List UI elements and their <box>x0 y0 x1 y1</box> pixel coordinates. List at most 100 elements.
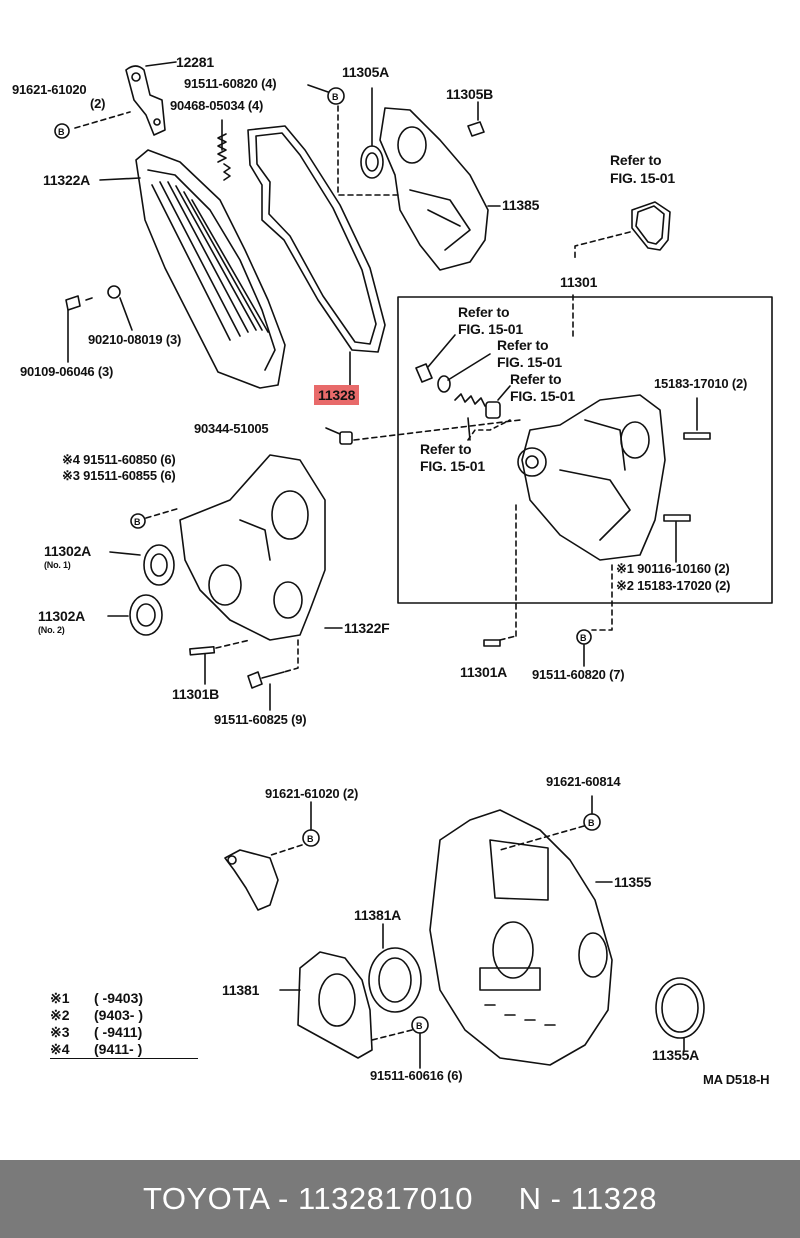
label-91621-60814: 91621-60814 <box>546 774 621 789</box>
gasket-11328-drawing <box>247 125 386 353</box>
label-90344-51005: 90344-51005 <box>194 421 269 436</box>
retainer-11381-drawing <box>297 951 373 1059</box>
bolt-90109-drawing <box>65 295 81 311</box>
label-91511-60825: 91511-60825 (9) <box>214 712 307 727</box>
label-11301B: 11301B <box>172 686 220 702</box>
diagram-code: MA D518-H <box>703 1072 770 1087</box>
label-refer-5b: FIG. 15-01 <box>420 458 485 474</box>
label-refer-3b: FIG. 15-01 <box>497 354 562 370</box>
svg-text:B: B <box>332 92 339 102</box>
label-11301A: 11301A <box>460 664 508 680</box>
bolt-91511-60825-drawing <box>247 671 263 689</box>
front-cover-11322F-drawing <box>179 454 326 641</box>
stud-11301B-drawing <box>189 645 216 656</box>
washer-90210-drawing <box>107 285 121 299</box>
note-range: (9411- ) <box>94 1041 143 1057</box>
label-12281: 12281 <box>176 54 214 70</box>
label-11381: 11381 <box>222 982 260 998</box>
stud-90116-drawing <box>663 514 691 522</box>
label-11305B: 11305B <box>446 86 494 102</box>
svg-text:B: B <box>134 517 141 527</box>
label-11322A: 11322A <box>43 172 91 188</box>
svg-text:B: B <box>58 127 65 137</box>
label-91511-60850: ※4 91511-60850 (6) <box>62 452 176 467</box>
oil-seal-11302A-no2-drawing <box>129 594 163 636</box>
note-mark: ※2 <box>50 1007 70 1023</box>
note-range: ( -9403) <box>94 990 144 1006</box>
label-91621-61020-2: 91621-61020 (2) <box>265 786 359 801</box>
label-15183-17020: ※2 15183-17020 (2) <box>616 578 731 593</box>
label-11301: 11301 <box>560 274 598 290</box>
label-11302A-no2: 11302A <box>38 608 86 624</box>
label-91511-60820-4: 91511-60820 (4) <box>184 76 277 91</box>
footer-text: TOYOTA - 1132817010 N - 11328 <box>143 1181 657 1216</box>
label-90468-05034: 90468-05034 (4) <box>170 98 264 113</box>
oring-ref-drawing <box>631 201 671 251</box>
label-90210-08019: 90210-08019 (3) <box>88 332 182 347</box>
note-row: ※3 ( -9411) <box>50 1024 198 1041</box>
label-refer-1a: Refer to <box>610 152 662 168</box>
washer-90344-drawing <box>339 431 353 445</box>
label-refer-4b: FIG. 15-01 <box>510 388 575 404</box>
label-11302A-no2-sub: (No. 2) <box>38 625 65 635</box>
label-11385: 11385 <box>502 197 540 213</box>
label-refer-4a: Refer to <box>510 371 562 387</box>
notes-legend: ※1 ( -9403) ※2 (9403- ) ※3 ( -9411) ※4 (… <box>50 990 198 1059</box>
label-91621-61020: 91621-61020 <box>12 82 87 97</box>
housing-11385-drawing <box>379 107 489 271</box>
parts-diagram: B B <box>12 54 773 1087</box>
spring-90468-drawing <box>217 133 231 181</box>
label-91621-61020-qty: (2) <box>90 96 106 111</box>
label-11302A-no1: 11302A <box>44 543 92 559</box>
label-11355: 11355 <box>614 874 652 890</box>
label-91511-60616: 91511-60616 (6) <box>370 1068 463 1083</box>
note-mark: ※3 <box>50 1024 70 1040</box>
bracket-12281-drawing <box>125 65 166 136</box>
bolt-symbol-icon <box>576 629 592 645</box>
bolt-symbol-icon <box>54 123 70 139</box>
svg-text:B: B <box>588 818 595 828</box>
note-row: ※2 (9403- ) <box>50 1007 198 1024</box>
label-11355A: 11355A <box>652 1047 700 1063</box>
spring-ref-drawing <box>454 393 486 407</box>
bolt-symbol-icon <box>327 87 345 105</box>
pin-11301A-drawing <box>483 639 501 647</box>
label-refer-5a: Refer to <box>420 441 472 457</box>
label-11328-highlight: 11328 <box>314 385 360 405</box>
label-11381A: 11381A <box>354 907 402 923</box>
timing-cover-11322A-drawing <box>135 149 286 389</box>
label-91511-60820-7: 91511-60820 (7) <box>532 667 625 682</box>
svg-text:B: B <box>307 834 314 844</box>
label-11305A: 11305A <box>342 64 390 80</box>
svg-text:B: B <box>416 1021 423 1031</box>
gasket-11355A-drawing <box>655 977 705 1039</box>
note-mark: ※1 <box>50 990 70 1006</box>
bolt-symbol-icon <box>130 513 146 529</box>
stud-15183-drawing <box>683 432 711 440</box>
label-90109-06046: 90109-06046 (3) <box>20 364 114 379</box>
plug-11305B-drawing <box>467 121 485 137</box>
label-90116-10160: ※1 90116-10160 (2) <box>616 561 730 576</box>
note-row: ※4 (9411- ) <box>50 1041 198 1058</box>
label-refer-3a: Refer to <box>497 337 549 353</box>
svg-text:B: B <box>580 633 587 643</box>
part-number-footer: TOYOTA - 1132817010 N - 11328 <box>0 1160 800 1238</box>
oil-seal-11381A-drawing <box>368 947 422 1013</box>
end-plate-11355-drawing <box>429 809 613 1066</box>
bracket-91621-drawing <box>224 849 279 911</box>
oil-pump-group-box <box>397 296 773 604</box>
note-mark: ※4 <box>50 1041 70 1057</box>
label-refer-1b: FIG. 15-01 <box>610 170 675 186</box>
label-refer-2a: Refer to <box>458 304 510 320</box>
seal-11305A-drawing <box>360 145 384 179</box>
label-15183-17010: 15183-17010 (2) <box>654 376 748 391</box>
label-refer-2b: FIG. 15-01 <box>458 321 523 337</box>
plug-ref-drawing <box>415 363 433 383</box>
diagram-drawing: B B <box>54 61 773 1069</box>
label-11302A-no1-sub: (No. 1) <box>44 560 71 570</box>
note-range: (9403- ) <box>94 1007 144 1023</box>
oil-seal-11302A-no1-drawing <box>143 544 175 586</box>
oil-pump-11301-drawing <box>517 394 666 561</box>
valve-ref-drawing <box>485 401 501 419</box>
label-91511-60855: ※3 91511-60855 (6) <box>62 468 176 483</box>
